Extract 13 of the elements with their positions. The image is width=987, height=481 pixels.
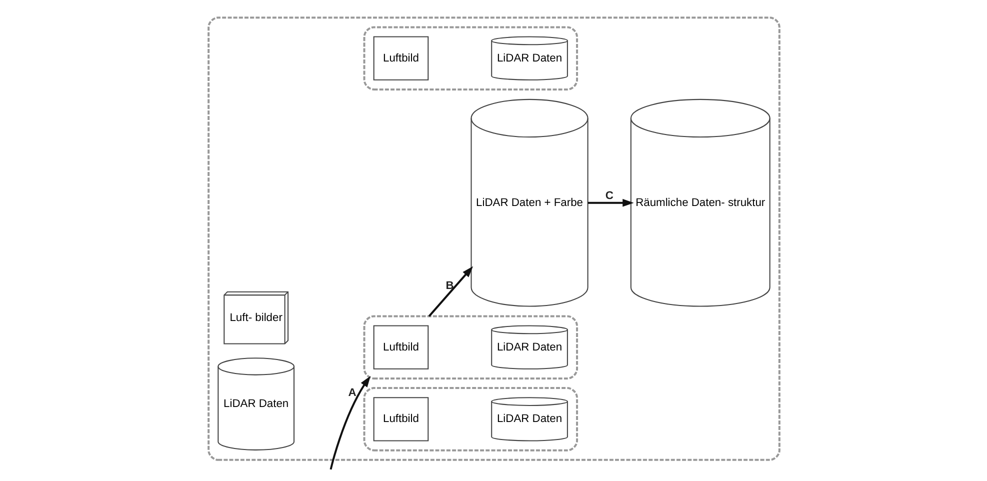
- cluster: [207, 16, 780, 461]
- node-box: Luftbild: [372, 397, 428, 442]
- cluster: [362, 387, 578, 452]
- edge-label: A: [348, 387, 356, 400]
- node-box: Luftbild: [372, 36, 428, 80]
- node-box: Luftbild: [372, 325, 428, 370]
- cluster: [362, 26, 578, 90]
- arrow: [428, 266, 473, 317]
- arrow: [587, 198, 634, 207]
- edge-label: B: [445, 280, 454, 292]
- edge-label: C: [604, 190, 613, 202]
- cluster: [362, 315, 578, 380]
- arrow: [329, 376, 370, 470]
